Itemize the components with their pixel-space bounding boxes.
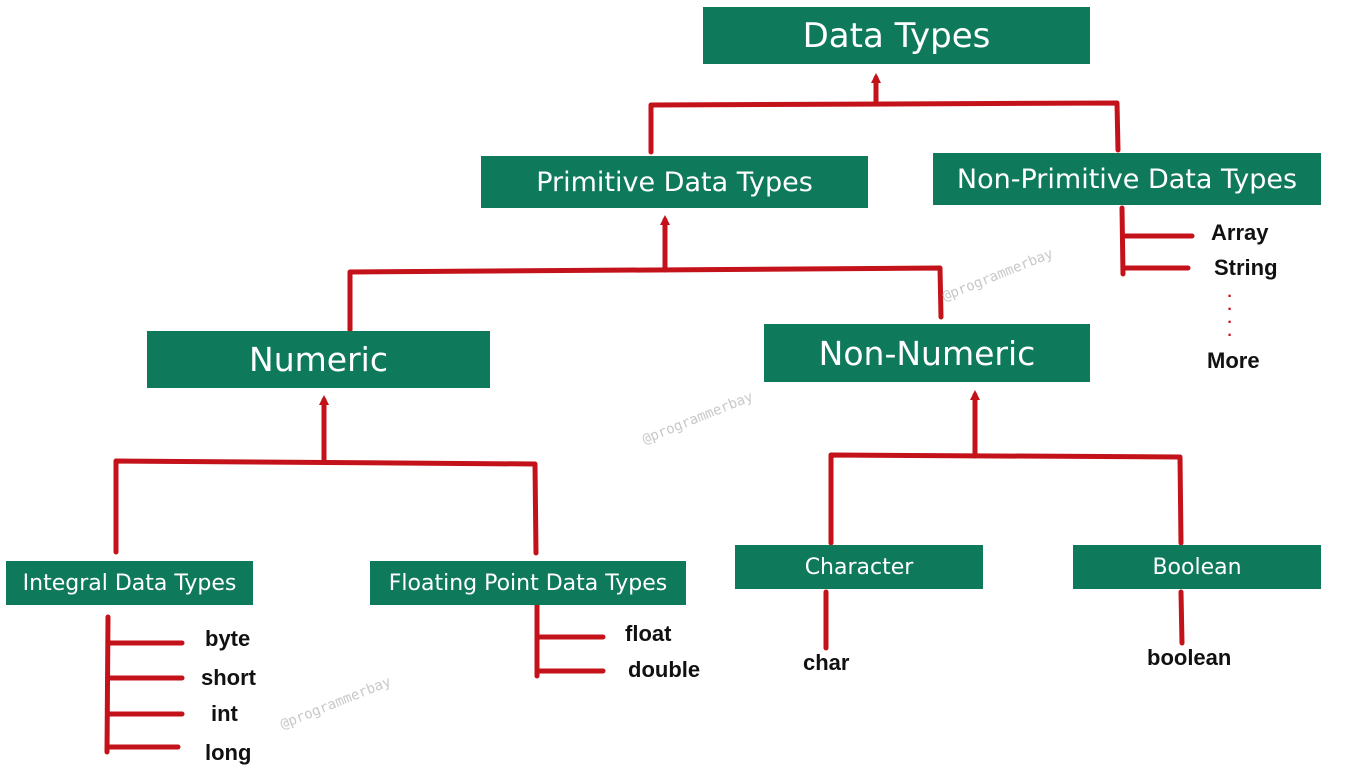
leaf-char: char (803, 650, 850, 675)
connector-numeric (113, 458, 539, 556)
connector-boolean-leaf (1178, 589, 1185, 646)
leaf-boolean: boolean (1147, 645, 1232, 670)
connector-primitive (347, 265, 944, 333)
ellipsis-dots: ···· (1227, 288, 1233, 344)
node-boolean: Boolean (1073, 545, 1321, 589)
connector-non-primitive-leaves (1119, 205, 1126, 277)
leaf-long: long (205, 740, 252, 765)
node-data-types: Data Types (703, 7, 1090, 64)
leaf-short: short (201, 665, 256, 690)
connector-integral-leaves (104, 614, 111, 755)
node-integral-data-types: Integral Data Types (6, 561, 253, 605)
connector-root (648, 100, 1121, 155)
leaf-double: double (628, 657, 701, 682)
leaf-byte: byte (205, 626, 251, 651)
node-primitive-data-types: Primitive Data Types (481, 156, 868, 208)
leaf-int: int (211, 701, 238, 726)
node-non-primitive-data-types: Non-Primitive Data Types (933, 153, 1321, 205)
node-character: Character (735, 545, 983, 589)
node-non-numeric: Non-Numeric (764, 324, 1090, 382)
node-floating-point-data-types: Floating Point Data Types (370, 561, 686, 605)
node-numeric: Numeric (147, 331, 490, 388)
leaf-string: String (1214, 255, 1278, 280)
connector-non-numeric (828, 452, 1184, 546)
leaf-float: float (625, 621, 672, 646)
leaf-more: More (1207, 348, 1260, 373)
leaf-array: Array (1211, 220, 1269, 245)
